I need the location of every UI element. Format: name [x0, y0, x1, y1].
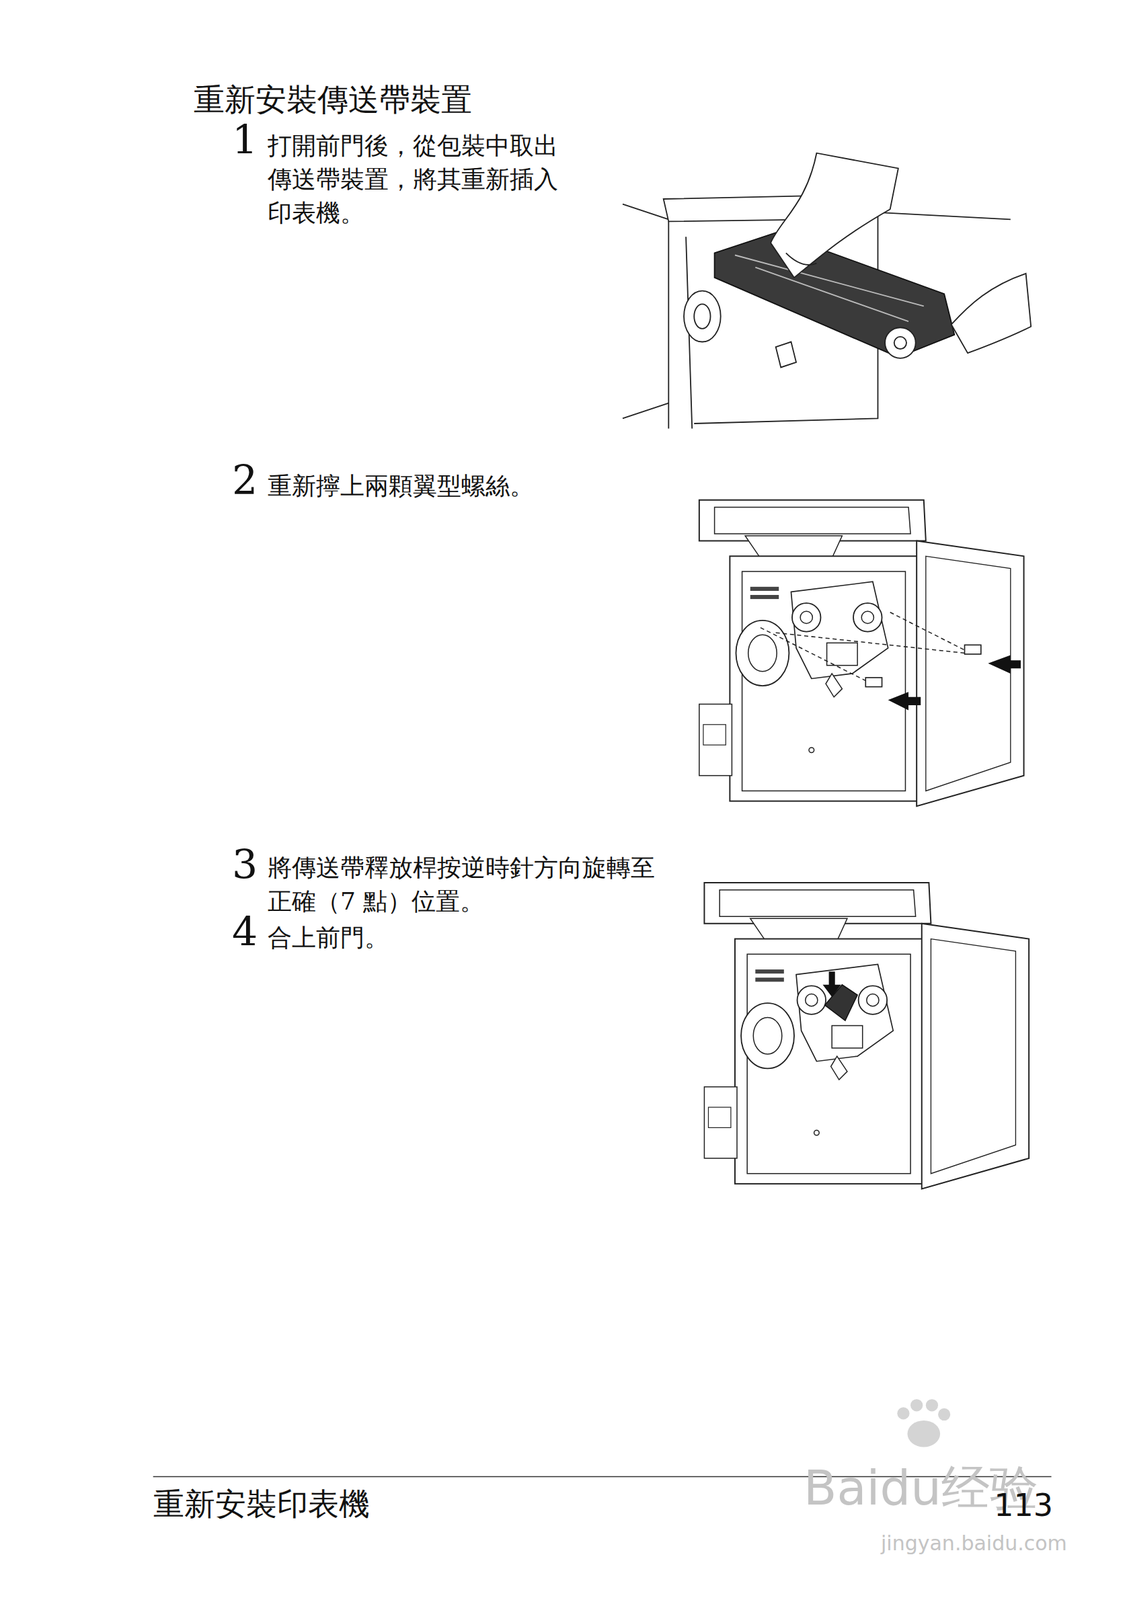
watermark-url: jingyan.baidu.com — [880, 1531, 1068, 1557]
release-lever-figure — [704, 882, 1029, 1189]
footer-title: 重新安裝印表機 — [153, 1486, 370, 1524]
screw-figure — [699, 500, 1025, 807]
step-number: 3 — [231, 840, 258, 889]
step-number: 1 — [231, 115, 258, 165]
step-number: 4 — [231, 907, 258, 957]
watermark-paw — [897, 1399, 951, 1448]
step-text: 打開前門後，從包裝中取出傳送帶裝置，將其重新插入印表機。 — [267, 129, 567, 230]
step-text: 合上前門。 — [267, 921, 672, 955]
step-text: 重新擰上兩顆翼型螺絲。 — [267, 469, 672, 503]
section-title: 重新安裝傳送帶裝置 — [193, 79, 473, 122]
step-text: 將傳送帶釋放桿按逆時針方向旋轉至正確（7 點）位置。 — [267, 851, 672, 919]
step-number: 2 — [231, 455, 258, 505]
belt-insertion-figure — [622, 153, 1031, 430]
page-number: 113 — [993, 1487, 1054, 1525]
